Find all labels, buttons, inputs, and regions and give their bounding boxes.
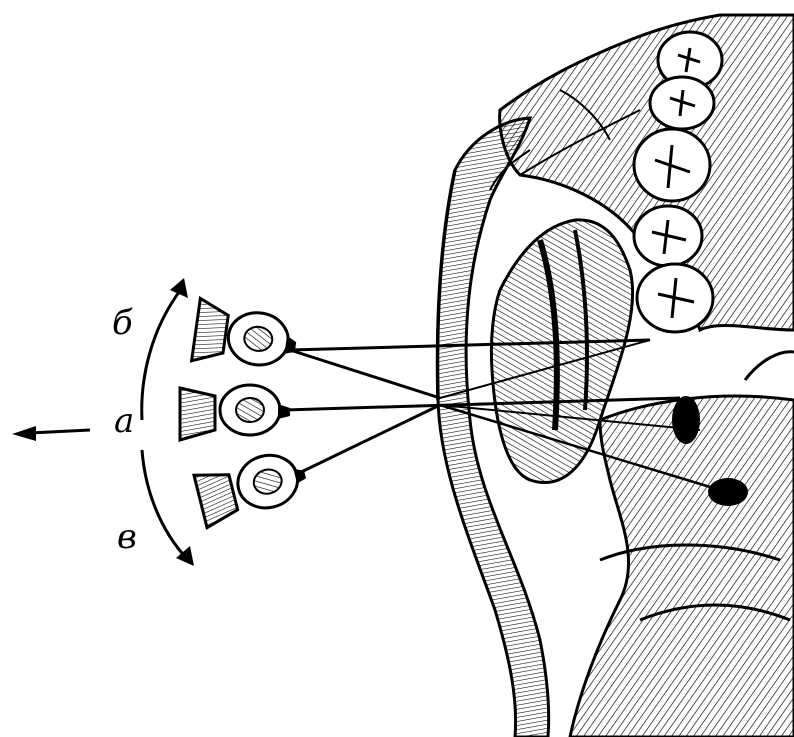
label-b: б xyxy=(112,306,133,340)
left-arrow xyxy=(12,426,90,441)
syringe-b xyxy=(192,298,301,374)
label-v: в xyxy=(117,520,137,554)
tooth-3 xyxy=(634,129,710,201)
foramen-lower xyxy=(708,478,748,506)
syringe-v xyxy=(193,447,311,527)
label-a: а xyxy=(114,404,134,438)
foramen-upper xyxy=(672,396,700,444)
tooth-2 xyxy=(650,77,714,129)
needle-v xyxy=(295,405,440,475)
arrow-up-head xyxy=(170,278,188,298)
syringe-a xyxy=(180,385,290,440)
tooth-4 xyxy=(634,206,702,266)
arrow-left-head xyxy=(12,426,36,441)
tooth-5 xyxy=(637,264,713,332)
